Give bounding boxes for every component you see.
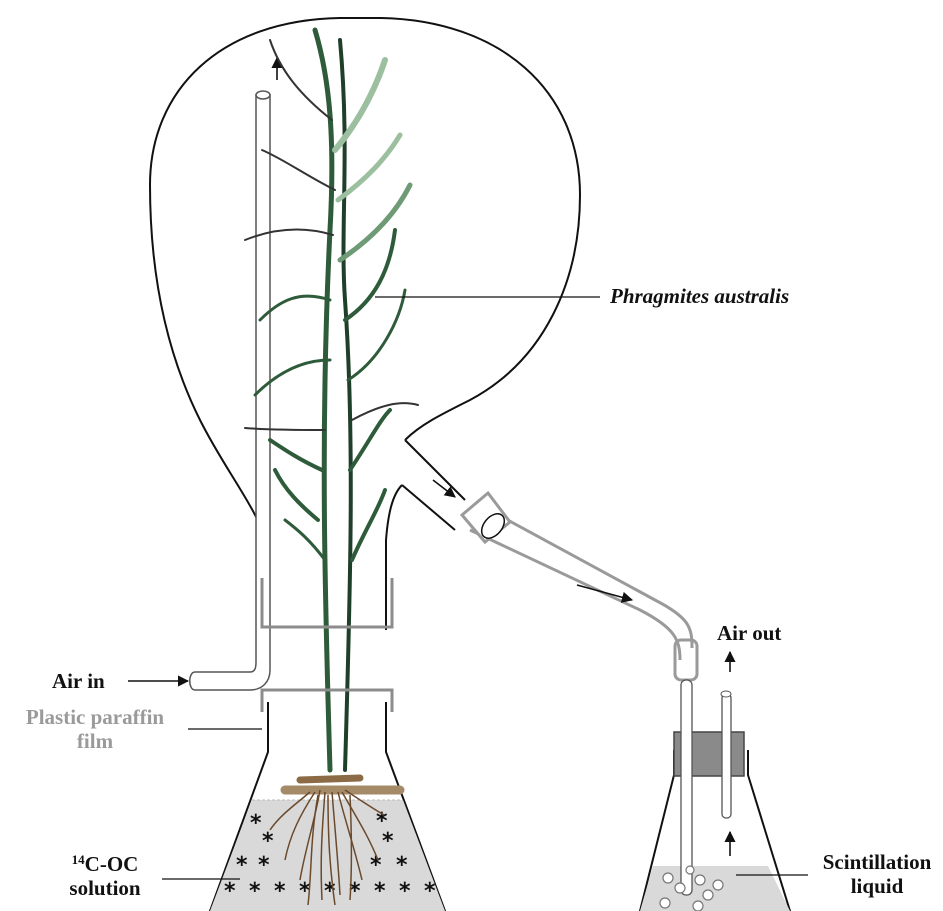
asterisk: * (374, 879, 386, 904)
asterisk: * (382, 829, 394, 854)
air-in-label: Air in (52, 669, 105, 693)
scintillation-label-line2: liquid (812, 874, 942, 898)
bubble-icon (695, 875, 705, 885)
flow-arrows (128, 480, 730, 856)
paraffin-film-label-line1: Plastic paraffin (10, 705, 180, 729)
asterisk: * (262, 829, 274, 854)
bubble-icon (713, 880, 723, 890)
plant-leaves (245, 30, 418, 770)
asterisk: * (424, 879, 436, 904)
arrow-icon (577, 585, 632, 600)
bubble-icon (660, 898, 670, 908)
solution-label-line2: solution (40, 876, 170, 900)
asterisk: * (249, 879, 261, 904)
outlet-tubing (470, 505, 697, 680)
solution-label: 14C-OC solution (40, 852, 170, 900)
isotope-superscript: 14 (72, 852, 85, 867)
asterisk: * (399, 879, 411, 904)
air-out-label: Air out (717, 621, 781, 645)
solution-compound: C-OC (85, 852, 139, 876)
bubble-icon (693, 901, 703, 911)
scintillation-label-line1: Scintillation (812, 850, 942, 874)
connector-sleeve (462, 493, 510, 543)
paraffin-film-label-line2: film (10, 729, 180, 753)
asterisk: * (396, 853, 408, 878)
asterisk: * (250, 811, 262, 836)
bubble-icon (663, 873, 673, 883)
asterisk: * (236, 853, 248, 878)
bubble-icon (703, 890, 713, 900)
asterisk: * (274, 879, 286, 904)
asterisk: * (224, 879, 236, 904)
scintillation-label: Scintillation liquid (812, 850, 942, 898)
arrow-icon (433, 480, 455, 497)
solution-label-line1: 14C-OC (40, 852, 170, 876)
paraffin-film-label: Plastic paraffin film (10, 705, 180, 753)
asterisk: * (258, 853, 270, 878)
species-label: Phragmites australis (610, 284, 789, 308)
bubble-icon (686, 866, 694, 874)
bubble-icon (675, 883, 685, 893)
scintillation-flask (640, 680, 790, 911)
